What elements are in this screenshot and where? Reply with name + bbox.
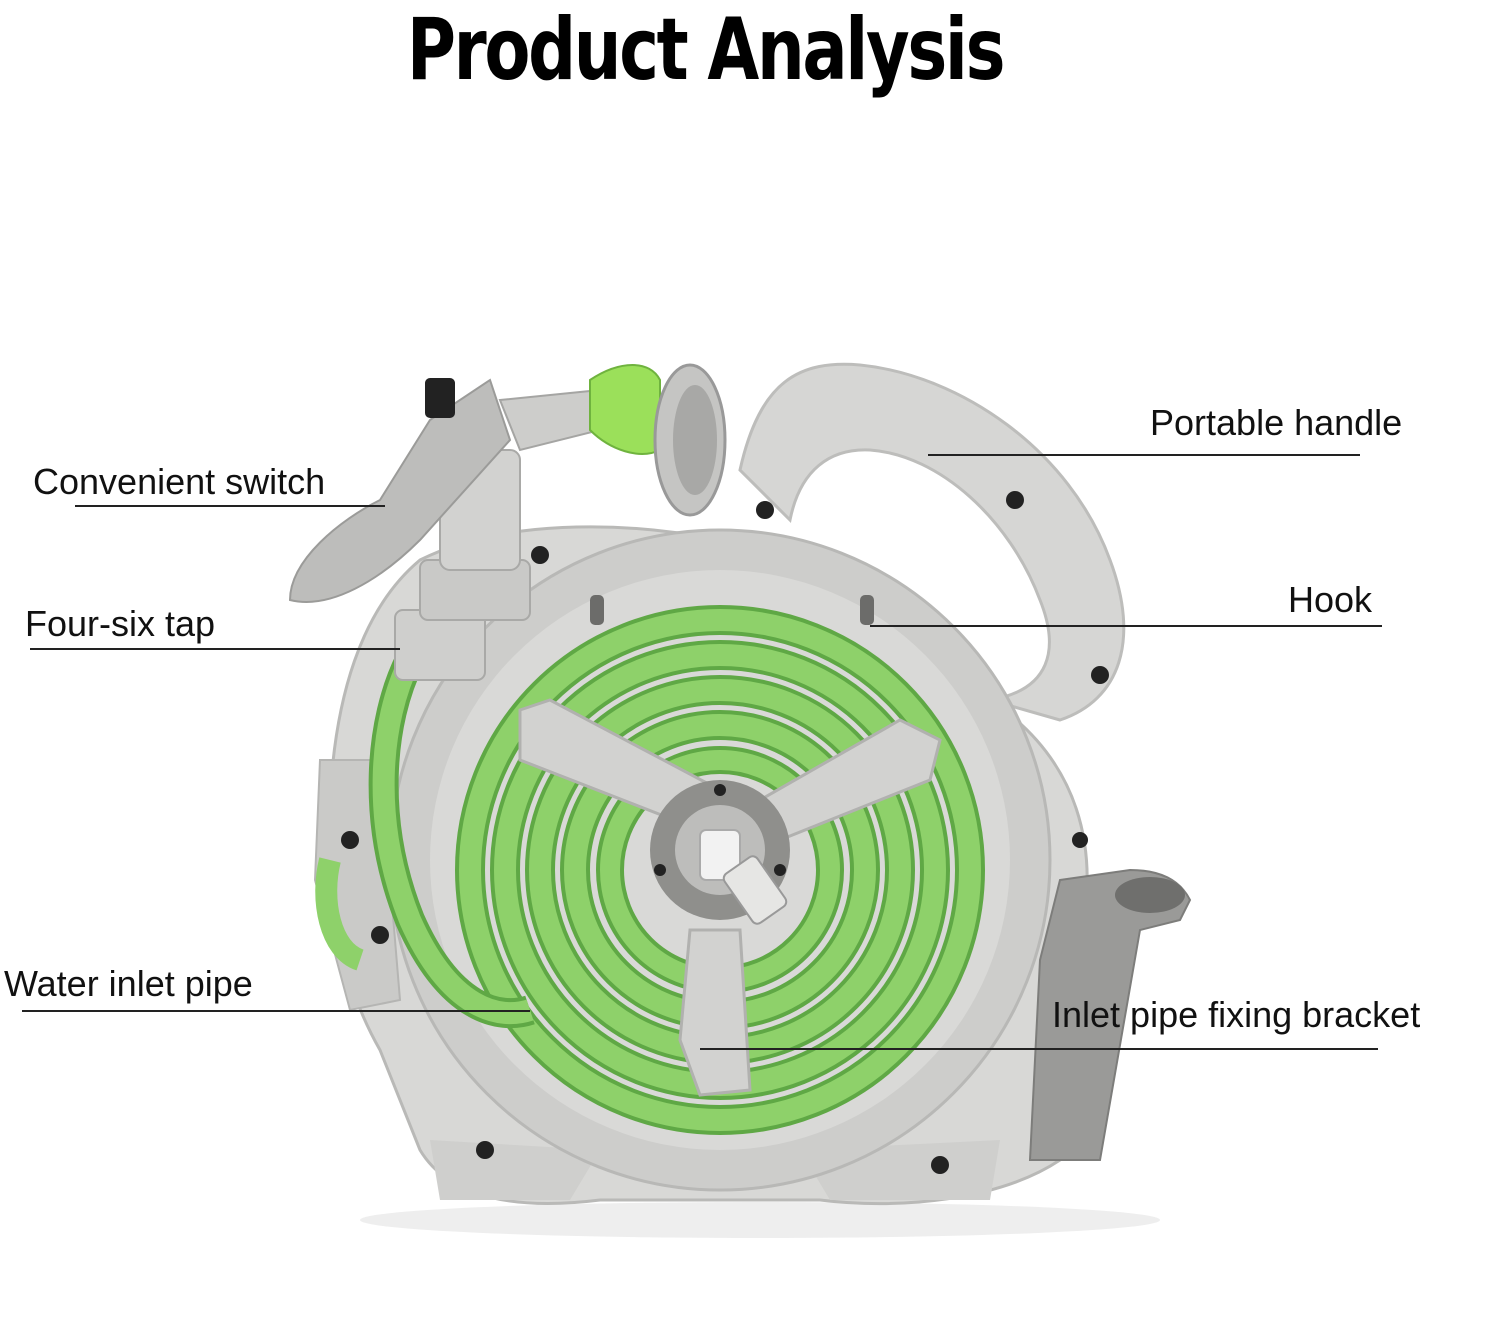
callout-inlet-pipe-fixing-bracket: Inlet pipe fixing bracket bbox=[1052, 994, 1421, 1035]
leader-line-water-inlet-pipe bbox=[22, 1010, 530, 1012]
leader-line-convenient-switch bbox=[75, 505, 385, 507]
reel-hub bbox=[518, 698, 942, 1097]
leader-line-four-six-tap bbox=[30, 648, 400, 650]
leader-line-portable-handle bbox=[928, 454, 1360, 456]
spray-gun-shape bbox=[288, 363, 727, 603]
page-title: Product Analysis bbox=[406, 0, 1006, 100]
leader-line-inlet-pipe-fixing-bracket bbox=[700, 1048, 1378, 1050]
callout-portable-handle: Portable handle bbox=[1150, 402, 1403, 443]
leader-line-hook bbox=[870, 625, 1382, 627]
callout-hook: Hook bbox=[1288, 579, 1373, 620]
portable-handle-shape bbox=[738, 362, 1126, 722]
callout-four-six-tap: Four-six tap bbox=[25, 603, 216, 644]
holster-shape bbox=[1028, 868, 1192, 1161]
callout-water-inlet-pipe: Water inlet pipe bbox=[4, 963, 253, 1004]
callout-convenient-switch: Convenient switch bbox=[33, 461, 326, 502]
